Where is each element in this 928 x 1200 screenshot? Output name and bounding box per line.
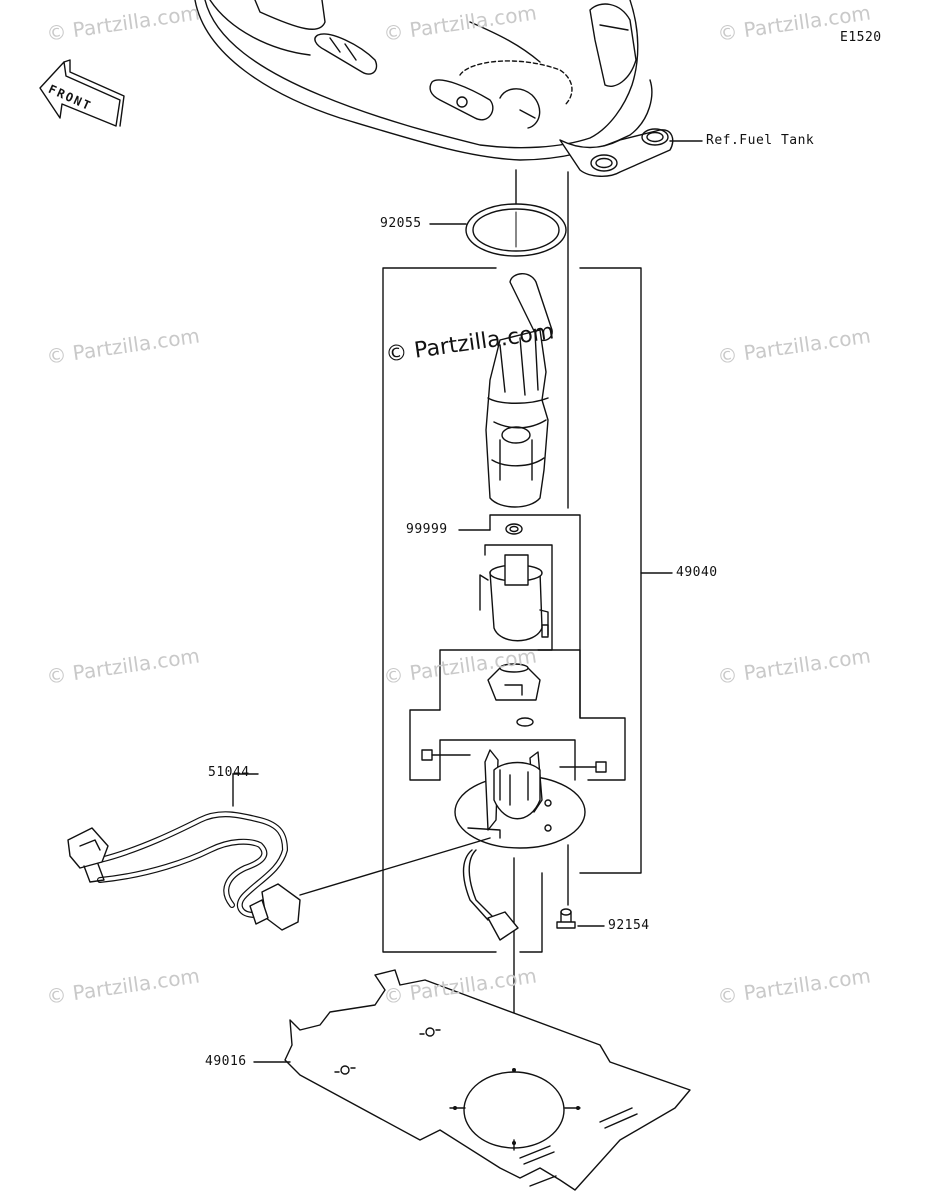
figure-code: E1520 <box>840 30 882 45</box>
part-label-49040: 49040 <box>676 565 718 580</box>
part-label-51044: 51044 <box>208 765 250 780</box>
fuel-filter-part <box>439 649 581 719</box>
pump-harness-part <box>462 849 519 941</box>
part-label-92154: 92154 <box>608 918 650 933</box>
wire-harness-51044-part <box>67 773 301 931</box>
assembly-bracket-49040 <box>382 267 673 953</box>
front-arrow-icon <box>39 59 125 127</box>
fuel-level-sender-part <box>485 273 553 508</box>
gasket-plate-49016-part <box>284 969 691 1191</box>
fuel-pump-motor-part <box>479 544 553 651</box>
part-label-ref-fuel-tank: Ref.Fuel Tank <box>706 133 815 148</box>
pump-flange-plate-part <box>454 749 586 849</box>
part-label-99999: 99999 <box>406 522 448 537</box>
part-label-92055: 92055 <box>380 216 422 231</box>
part-label-49016: 49016 <box>205 1054 247 1069</box>
fuel-tank-part <box>194 0 674 177</box>
bolt-92154-part <box>556 908 576 929</box>
